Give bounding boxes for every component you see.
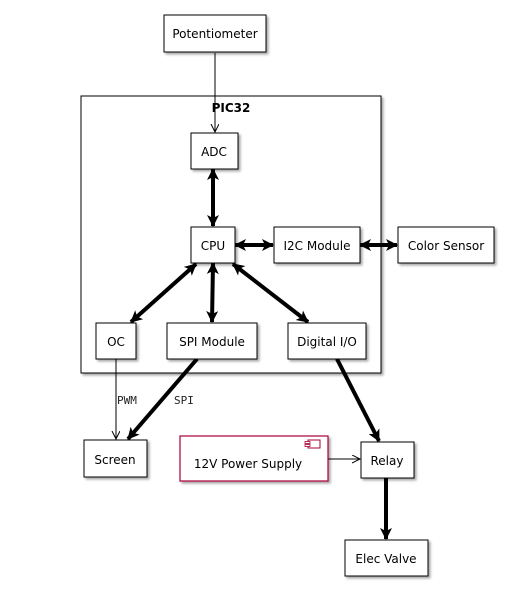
edge-cpu-dio bbox=[231, 262, 310, 324]
edge-label-pwm: PWM bbox=[117, 394, 137, 407]
node-relay: Relay bbox=[360, 441, 415, 479]
node-oc-label: OC bbox=[107, 335, 125, 349]
node-oc: OC bbox=[95, 322, 137, 360]
node-screen-label: Screen bbox=[94, 453, 135, 467]
node-adc-label: ADC bbox=[201, 145, 227, 159]
component-icon bbox=[304, 439, 321, 449]
node-spi-label: SPI Module bbox=[179, 335, 245, 349]
node-i2c-label: I2C Module bbox=[283, 239, 350, 253]
node-power-supply-label: 12V Power Supply bbox=[194, 457, 302, 471]
node-digital-io-label: Digital I/O bbox=[297, 335, 357, 349]
node-potentiometer-label: Potentiometer bbox=[172, 27, 257, 41]
node-adc: ADC bbox=[190, 132, 239, 170]
node-screen: Screen bbox=[83, 439, 148, 478]
node-cpu: CPU bbox=[190, 226, 236, 264]
node-spi-module: SPI Module bbox=[166, 322, 258, 360]
node-elec-valve: Elec Valve bbox=[344, 539, 429, 577]
edge-spi-screen bbox=[126, 357, 199, 441]
node-i2c-module: I2C Module bbox=[273, 226, 361, 264]
edge-label-spi: SPI bbox=[174, 394, 194, 407]
edges bbox=[116, 53, 398, 540]
node-elec-valve-label: Elec Valve bbox=[355, 552, 416, 566]
node-relay-label: Relay bbox=[371, 454, 404, 468]
node-color-sensor-label: Color Sensor bbox=[408, 239, 484, 253]
node-cpu-label: CPU bbox=[201, 239, 225, 253]
node-digital-io: Digital I/O bbox=[287, 322, 367, 360]
pic32-label: PIC32 bbox=[212, 101, 251, 115]
node-power-supply: 12V Power Supply bbox=[179, 435, 329, 482]
edge-cpu-spi bbox=[206, 262, 219, 323]
node-potentiometer: Potentiometer bbox=[163, 14, 267, 53]
edge-cpu-oc bbox=[129, 262, 198, 324]
node-color-sensor: Color Sensor bbox=[397, 226, 495, 264]
edge-dio-relay bbox=[335, 358, 381, 442]
